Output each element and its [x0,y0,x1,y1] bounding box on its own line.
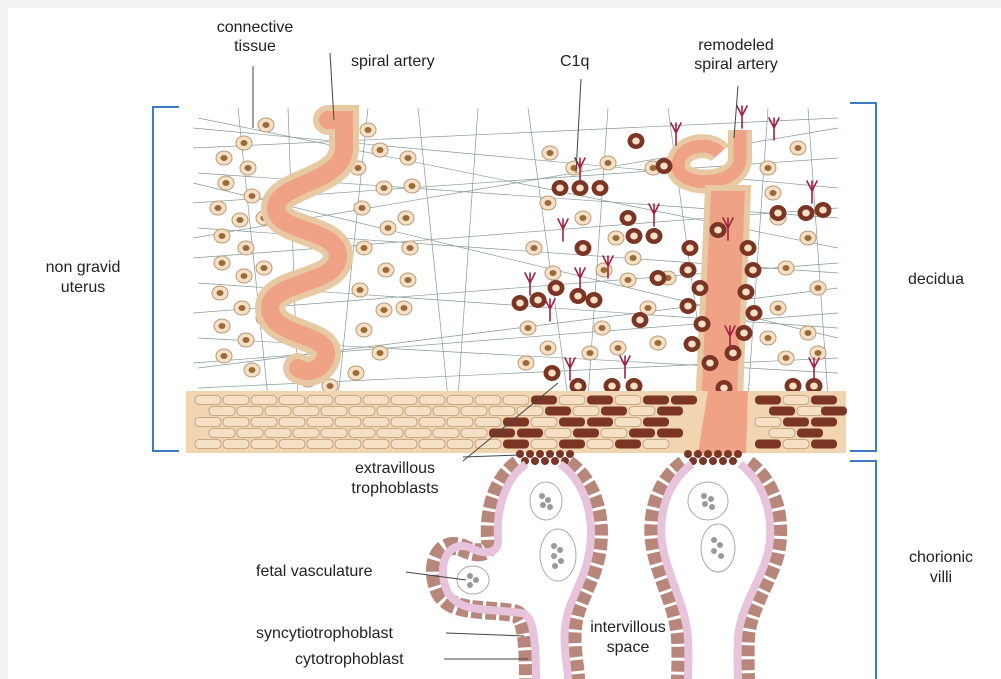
basal-layer [186,391,847,453]
label-chorionic-line1: chorionic [896,548,986,567]
label-chorionic-line2: villi [896,568,986,587]
uterus-bracket [153,107,179,451]
label-connective-tissue-line1: connective [205,18,305,37]
label-evt-line2: trophoblasts [330,479,460,498]
label-remodeled-line2: spiral artery [676,55,796,74]
label-evt-line1: extravillous [330,459,460,478]
label-connective-tissue-line2: tissue [205,37,305,56]
placenta-diagram [8,8,1001,679]
label-c1q: C1q [560,52,589,71]
label-intervillous-line1: intervillous [578,618,678,637]
label-spiral-artery: spiral artery [351,52,435,71]
label-intervillous-line2: space [578,638,678,657]
label-remodeled-line1: remodeled [676,36,796,55]
label-non-gravid-line1: non gravid [33,258,133,277]
label-decidua: decidua [908,270,964,289]
chorionic-bracket [850,461,876,679]
label-non-gravid-line2: uterus [33,278,133,297]
label-cytotrophoblast: cytotrophoblast [295,650,404,669]
spiral-artery [270,120,344,371]
label-syncytiotrophoblast: syncytiotrophoblast [256,624,393,643]
decidua-bracket [850,103,876,451]
label-fetal-vasculature: fetal vasculature [256,562,373,581]
diagram-canvas: connective tissue spiral artery C1q remo… [8,8,1001,679]
